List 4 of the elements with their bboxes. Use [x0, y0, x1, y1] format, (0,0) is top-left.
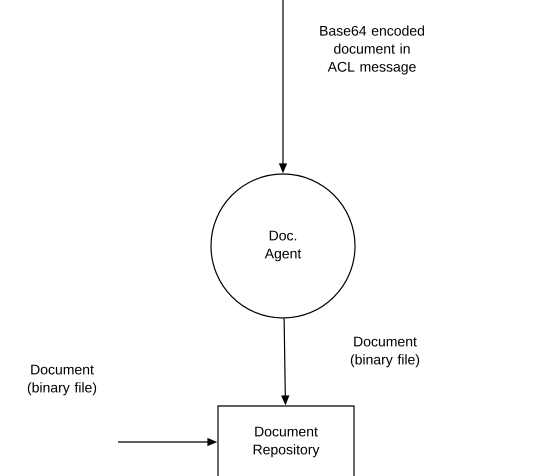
- edge-label: Document (binary file): [28, 364, 96, 396]
- repository-box: Document Repository: [217, 405, 355, 476]
- edge-label: Base64 encoded document in ACL message: [320, 25, 424, 75]
- edge-label: Document (binary file): [350, 336, 420, 368]
